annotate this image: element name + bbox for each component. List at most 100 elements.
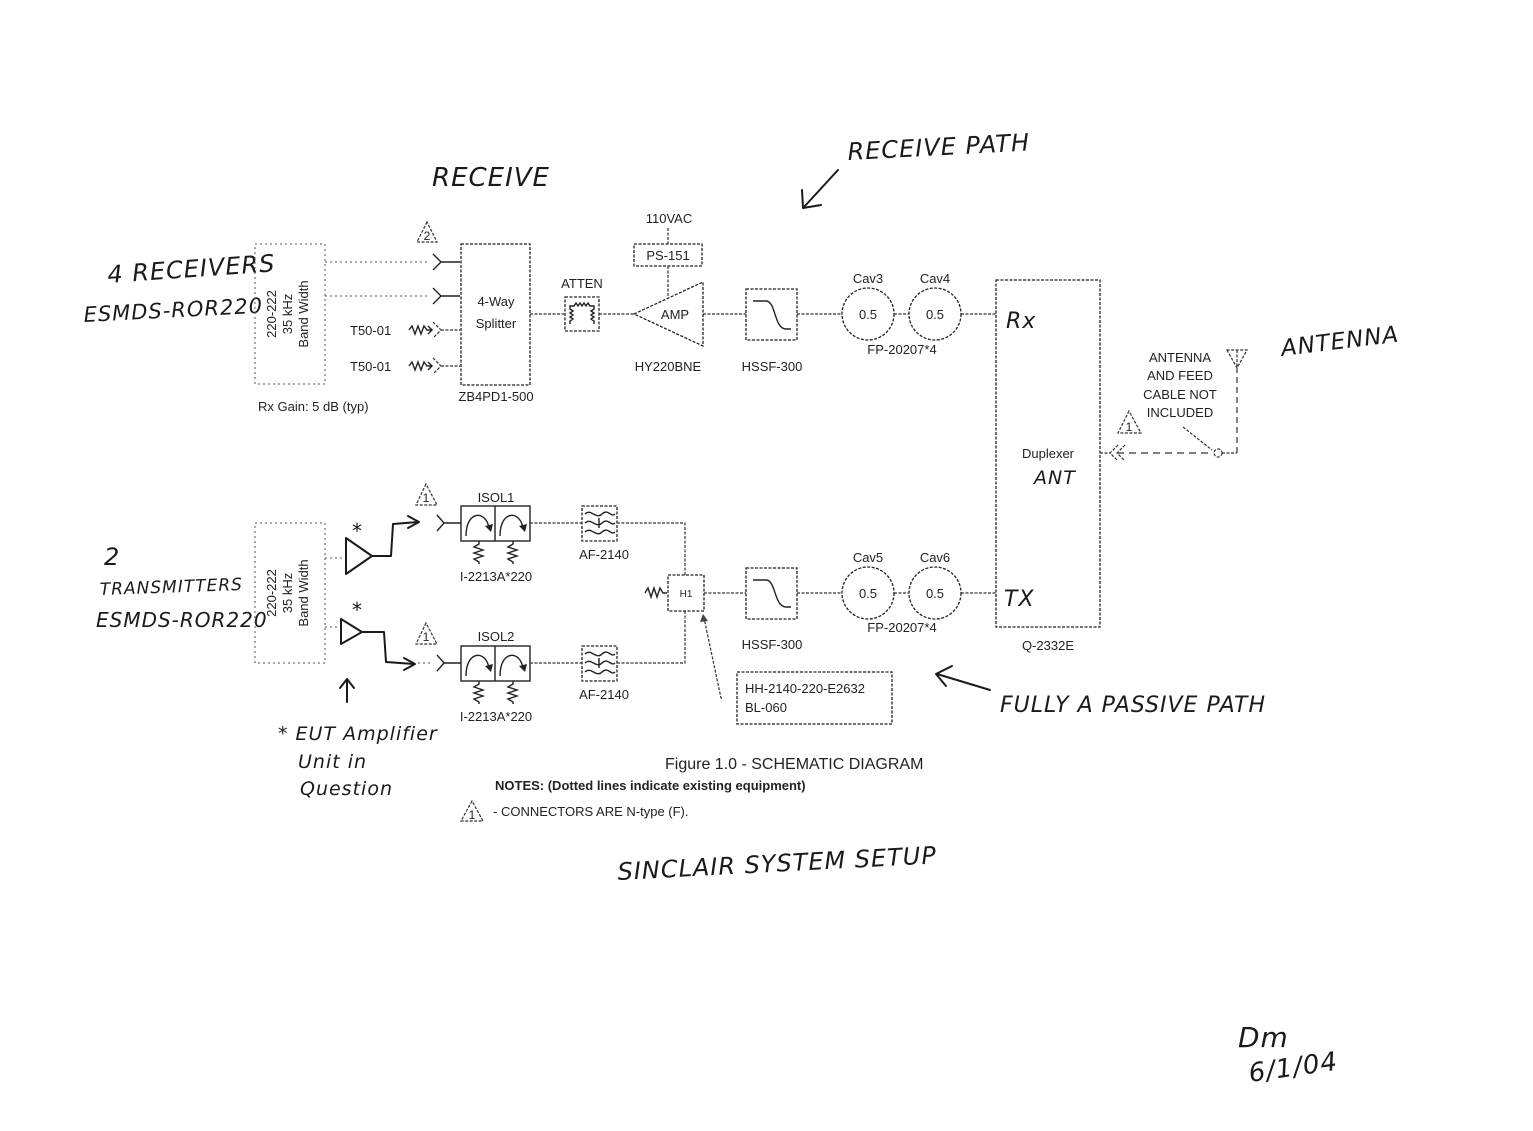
cavity-cav6-label: Cav6 [920, 550, 950, 565]
cavity-cav4-label: Cav4 [920, 271, 950, 286]
terminator-label-2: T50-01 [350, 359, 391, 374]
power-source-label: 110VAC [646, 211, 693, 226]
duplexer-rx-port: Rx [1006, 309, 1036, 334]
eut-amplifier-2-icon: * [340, 598, 416, 671]
cavity-cav5-label: Cav5 [853, 550, 883, 565]
hybrid-model-line1: HH-2140-220-E2632 [745, 681, 865, 696]
duplexer-tx-port: TX [1004, 587, 1035, 612]
rx-band-line1: 220-222 [264, 290, 279, 338]
amp-label: AMP [661, 307, 689, 322]
hybrid-label: H1 [680, 589, 693, 600]
tx1-connector-icon [436, 514, 461, 532]
svg-text:1: 1 [469, 808, 476, 822]
hybrid-pointer-arrow-icon [700, 614, 722, 699]
tx-highpass-filter-icon [745, 567, 798, 620]
svg-text:1: 1 [423, 630, 430, 644]
rx-band-box: 220-222 35 kHz Band Width [254, 243, 326, 385]
rx-gain-label: Rx Gain: 5 dB (typ) [258, 399, 369, 414]
hybrid-load-resistor-icon [644, 585, 667, 600]
hybrid-h1-box [667, 574, 705, 612]
svg-text:1: 1 [1126, 420, 1133, 434]
connector-note-marker-1-tx1: 1 [415, 482, 438, 506]
eut-note-line2: Unit in [298, 751, 367, 773]
transmitters-label: TRANSMITTERS [99, 575, 243, 600]
isolator-2-icon [460, 645, 531, 704]
tx2-connector-icon [436, 654, 461, 672]
receivers-model-label: ESMDS-ROR220 [83, 294, 264, 327]
isolator-1-label: ISOL1 [478, 490, 515, 505]
duplexer-label: Duplexer [1022, 446, 1075, 461]
connector-note-marker-1-antenna: 1 [1117, 409, 1143, 434]
rx-connector-icon [432, 253, 460, 375]
af-filter-2-icon [581, 645, 618, 682]
rx-band-line2: 35 kHz [280, 294, 295, 334]
svg-text:*: * [352, 598, 363, 622]
duplexer-box [995, 279, 1101, 628]
transmitters-count-label: 2 [104, 543, 120, 571]
af-filter-1-model: AF-2140 [579, 547, 629, 562]
signature-initials: Dm [1238, 1021, 1289, 1054]
receive-path-arrow-icon [801, 169, 839, 209]
duplexer-model: Q-2332E [1022, 638, 1074, 653]
receive-path-annotation: RECEIVE PATH [847, 128, 1031, 166]
splitter-model: ZB4PD1-500 [458, 389, 533, 404]
tx-band-line2: 35 kHz [280, 573, 295, 613]
antenna-note-line3: CABLE NOT [1143, 387, 1217, 402]
rx-filter-model: HSSF-300 [742, 359, 803, 374]
passive-path-arrow-icon [935, 665, 991, 691]
amp-model: HY220BNE [635, 359, 702, 374]
svg-text:*: * [352, 519, 363, 543]
four-way-splitter [460, 243, 531, 386]
antenna-note-line2: AND FEED [1147, 368, 1213, 383]
power-supply-label: PS-151 [646, 248, 689, 263]
note-marker-1: 1 [459, 799, 485, 822]
notes-heading: NOTES: (Dotted lines indicate existing e… [495, 778, 806, 793]
tx-cavity-model: FP-20207*4 [867, 620, 936, 635]
rx-band-line3: Band Width [296, 280, 311, 347]
isolator-1-icon [460, 505, 531, 564]
tx-band-line1: 220-222 [264, 569, 279, 617]
note-text: - CONNECTORS ARE N-type (F). [493, 804, 689, 819]
antenna-note-line4: INCLUDED [1147, 405, 1213, 420]
eut-note-arrow-icon [339, 678, 355, 703]
af-filter-2-model: AF-2140 [579, 687, 629, 702]
connector-note-marker-1-tx2: 1 [415, 621, 438, 645]
isolator-2-label: ISOL2 [478, 629, 515, 644]
cavity-cav6-value: 0.5 [926, 586, 944, 601]
isolator-2-model: I-2213A*220 [460, 709, 532, 724]
cavity-cav3-label: Cav3 [853, 271, 883, 286]
cavity-cav5-value: 0.5 [859, 586, 877, 601]
tx-filter-model: HSSF-300 [742, 637, 803, 652]
isolator-1-model: I-2213A*220 [460, 569, 532, 584]
receive-heading: RECEIVE [432, 163, 550, 193]
eut-note-line1: * EUT Amplifier [278, 723, 438, 745]
page-title-handwritten: SINCLAIR SYSTEM SETUP [617, 841, 938, 886]
svg-text:1: 1 [423, 491, 430, 505]
attenuator-icon [564, 296, 600, 332]
splitter-label-line1: 4-Way [477, 294, 515, 309]
antenna-connector-icon [1100, 349, 1249, 462]
transmitters-model-label: ESMDS-ROR220 [96, 608, 268, 632]
passive-path-annotation: FULLY A PASSIVE PATH [1000, 693, 1266, 718]
eut-amplifier-1-icon: * [345, 515, 420, 575]
rx-cavity-model: FP-20207*4 [867, 342, 936, 357]
eut-note-line3: Question [300, 778, 393, 800]
figure-caption: Figure 1.0 - SCHEMATIC DIAGRAM [665, 756, 923, 773]
cavity-cav4-value: 0.5 [926, 307, 944, 322]
splitter-label-line2: Splitter [476, 316, 517, 331]
terminator-resistor-icon [408, 324, 433, 372]
cavity-cav3-value: 0.5 [859, 307, 877, 322]
atten-label: ATTEN [561, 276, 603, 291]
antenna-note-line1: ANTENNA [1149, 350, 1211, 365]
hybrid-model-line2: BL-060 [745, 700, 787, 715]
tx-band-box: 220-222 35 kHz Band Width [254, 522, 326, 664]
hybrid-model-box [736, 671, 893, 725]
svg-text:2: 2 [424, 229, 431, 243]
connector-note-marker-2: 2 [416, 220, 438, 243]
rx-highpass-filter-icon [745, 288, 798, 341]
receivers-count-label: 4 RECEIVERS [106, 249, 276, 289]
af-filter-1-icon [581, 505, 618, 542]
duplexer-ant-port: ANT [1032, 467, 1076, 489]
antenna-annotation: ANTENNA [1278, 322, 1401, 363]
